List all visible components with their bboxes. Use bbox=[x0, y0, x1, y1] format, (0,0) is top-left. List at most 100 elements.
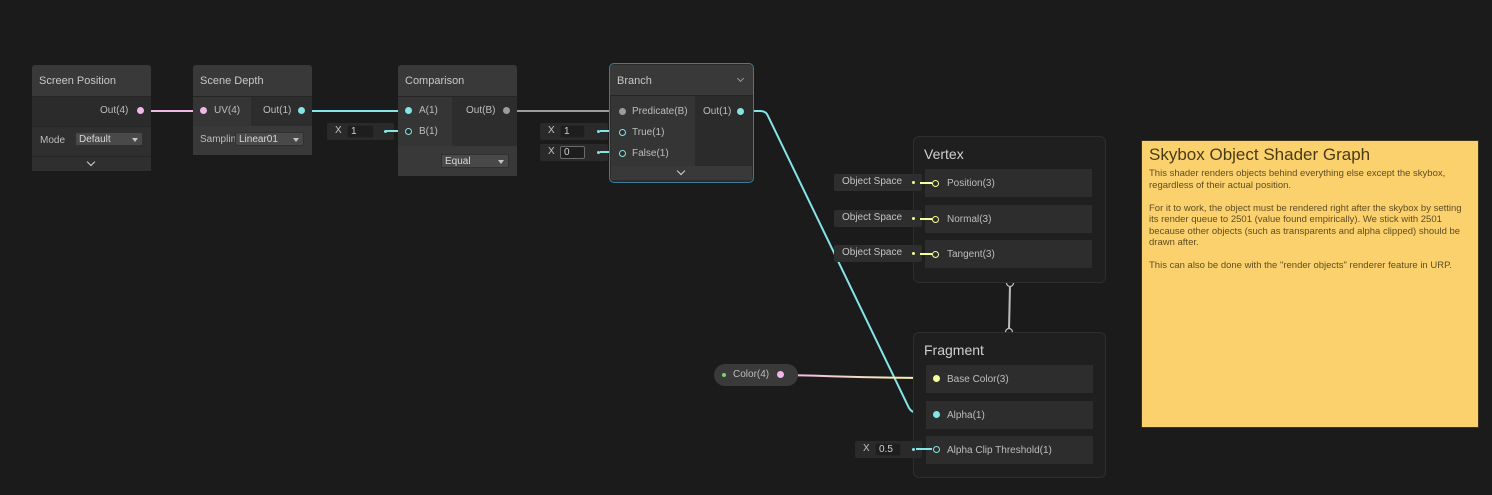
tangent-space-field[interactable]: Object Space bbox=[834, 245, 922, 262]
mode-label: Mode bbox=[40, 135, 66, 146]
color-output-port[interactable] bbox=[777, 371, 784, 378]
branch-node[interactable]: Branch Predicate(B) True(1) False(1) Out… bbox=[609, 63, 754, 183]
output-port[interactable] bbox=[503, 107, 510, 114]
connector-dot bbox=[912, 252, 915, 255]
b-input-port[interactable] bbox=[405, 128, 412, 135]
inline-wire bbox=[920, 253, 932, 255]
alpha-clip-port[interactable] bbox=[933, 446, 940, 453]
block-flow-link bbox=[1008, 284, 1011, 331]
dropdown-arrow-icon bbox=[132, 138, 138, 142]
b-input-label: B(1) bbox=[419, 126, 438, 137]
output-label: Out(B) bbox=[466, 105, 496, 116]
connector-dot bbox=[912, 181, 915, 184]
position-port[interactable] bbox=[932, 180, 939, 187]
color-property-label: Color(4) bbox=[733, 369, 770, 380]
b-value-input[interactable]: 1 bbox=[347, 125, 374, 138]
node-title[interactable]: Comparison bbox=[398, 65, 517, 97]
property-dot bbox=[722, 373, 726, 377]
sampling-dropdown[interactable]: Linear01 bbox=[235, 132, 304, 146]
sticky-note-body[interactable]: This shader renders objects behind every… bbox=[1149, 168, 1462, 271]
vertex-position-block[interactable] bbox=[925, 169, 1092, 197]
space-label: Object Space bbox=[842, 176, 903, 187]
output-label: Out(4) bbox=[100, 105, 129, 116]
inline-wire bbox=[920, 218, 932, 220]
branch-false-field[interactable]: X 0 bbox=[540, 144, 608, 161]
node-title[interactable]: Scene Depth bbox=[193, 65, 312, 97]
mode-value: Default bbox=[79, 134, 111, 145]
output-label: Out(1) bbox=[703, 106, 732, 117]
vertex-normal-block[interactable] bbox=[925, 205, 1092, 233]
true-value-input[interactable]: 1 bbox=[560, 125, 585, 138]
tangent-label: Tangent(3) bbox=[947, 249, 995, 260]
alpha-clip-block[interactable] bbox=[926, 436, 1093, 464]
x-label: X bbox=[335, 125, 342, 136]
alpha-block[interactable] bbox=[926, 401, 1093, 429]
connector-dot bbox=[912, 217, 915, 220]
mode-dropdown[interactable]: Default bbox=[75, 132, 143, 146]
predicate-input-label: Predicate(B) bbox=[632, 106, 688, 117]
fragment-title: Fragment bbox=[924, 342, 984, 358]
alpha-clip-label: Alpha Clip Threshold(1) bbox=[947, 445, 1052, 456]
alpha-port[interactable] bbox=[933, 411, 940, 418]
screen-position-node[interactable]: Screen Position Out(4) Mode Default bbox=[32, 65, 151, 171]
inline-wire bbox=[386, 130, 404, 132]
comparison-b-field[interactable]: X 1 bbox=[327, 123, 394, 140]
alpha-label: Alpha(1) bbox=[947, 410, 985, 421]
normal-port[interactable] bbox=[932, 216, 939, 223]
operator-dropdown[interactable]: Equal bbox=[441, 154, 509, 168]
vertex-title: Vertex bbox=[924, 146, 964, 162]
node-title[interactable]: Branch bbox=[610, 65, 753, 96]
color-property-node[interactable]: Color(4) bbox=[714, 364, 798, 386]
dropdown-arrow-icon bbox=[293, 138, 299, 142]
alpha-clip-value-input[interactable]: 0.5 bbox=[875, 443, 901, 456]
connector-dot bbox=[597, 151, 600, 154]
alpha-clip-field[interactable]: X 0.5 bbox=[855, 441, 922, 458]
comparison-node[interactable]: Comparison A(1) B(1) Out(B) Equal bbox=[398, 65, 517, 176]
tangent-port[interactable] bbox=[932, 251, 939, 258]
connector-dot bbox=[384, 130, 387, 133]
operator-value: Equal bbox=[445, 156, 471, 167]
collapse-toggle[interactable] bbox=[611, 166, 752, 180]
normal-label: Normal(3) bbox=[947, 214, 992, 225]
fragment-context[interactable]: Fragment Base Color(3) Alpha(1) Alpha Cl… bbox=[913, 332, 1106, 478]
node-title-text: Branch bbox=[617, 75, 652, 87]
uv-input-port[interactable] bbox=[200, 107, 207, 114]
chevron-down-icon bbox=[676, 166, 686, 176]
false-value-input[interactable]: 0 bbox=[560, 146, 585, 159]
uv-input-label: UV(4) bbox=[214, 105, 241, 116]
false-input-port[interactable] bbox=[619, 150, 626, 157]
connector-dot bbox=[597, 130, 600, 133]
output-port[interactable] bbox=[298, 107, 305, 114]
space-label: Object Space bbox=[842, 212, 903, 223]
scene-depth-node[interactable]: Scene Depth UV(4) Out(1) Samplin Linear0… bbox=[193, 65, 312, 155]
base-color-label: Base Color(3) bbox=[947, 374, 1009, 385]
dropdown-arrow-icon bbox=[498, 160, 504, 164]
sampling-label: Samplin bbox=[200, 134, 237, 145]
base-color-port[interactable] bbox=[933, 375, 940, 382]
inputs-area bbox=[398, 97, 452, 146]
output-port[interactable] bbox=[737, 108, 744, 115]
collapse-toggle[interactable] bbox=[32, 156, 151, 171]
output-label: Out(1) bbox=[263, 105, 292, 116]
vertex-context[interactable]: Vertex Position(3) Normal(3) Tangent(3) bbox=[913, 136, 1106, 283]
space-label: Object Space bbox=[842, 247, 903, 258]
output-port[interactable] bbox=[137, 107, 144, 114]
position-label: Position(3) bbox=[947, 178, 995, 189]
node-menu-chevron-icon[interactable] bbox=[736, 74, 745, 83]
a-input-port[interactable] bbox=[405, 107, 412, 114]
sticky-note-title[interactable]: Skybox Object Shader Graph bbox=[1149, 145, 1371, 164]
true-input-port[interactable] bbox=[619, 129, 626, 136]
x-label: X bbox=[863, 443, 870, 454]
sticky-note[interactable]: Skybox Object Shader Graph This shader r… bbox=[1141, 140, 1479, 428]
x-label: X bbox=[548, 125, 555, 136]
normal-space-field[interactable]: Object Space bbox=[834, 210, 922, 227]
base-color-block[interactable] bbox=[926, 365, 1093, 393]
true-input-label: True(1) bbox=[632, 127, 665, 138]
branch-true-field[interactable]: X 1 bbox=[540, 123, 608, 140]
sampling-value: Linear01 bbox=[239, 134, 278, 145]
position-space-field[interactable]: Object Space bbox=[834, 174, 922, 191]
connector-dot bbox=[912, 448, 915, 451]
vertex-tangent-block[interactable] bbox=[925, 240, 1092, 268]
node-title[interactable]: Screen Position bbox=[32, 65, 151, 97]
predicate-input-port[interactable] bbox=[619, 108, 626, 115]
